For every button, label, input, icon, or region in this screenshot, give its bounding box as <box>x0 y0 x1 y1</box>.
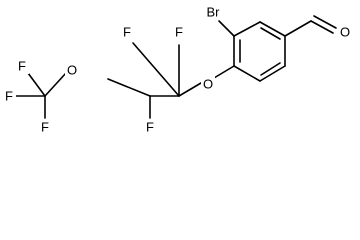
atom-f-cf2-left: F <box>120 24 134 40</box>
atom-f-cf2-left-label: F <box>123 25 131 40</box>
atom-o-ether-label: O <box>203 77 213 92</box>
atom-o-cf3-label: O <box>67 63 77 78</box>
bond-chf-o <box>107 78 151 97</box>
bond-ring-c6-c1 <box>233 21 261 37</box>
bond-o-cf2 <box>178 82 202 97</box>
atom-f-chf: F <box>143 119 157 135</box>
atom-o-cf3: O <box>65 62 79 78</box>
atom-f-cf3-top-label: F <box>18 59 26 74</box>
bond-cho-o-2 <box>313 15 337 29</box>
bond-cho-o-1 <box>310 20 334 34</box>
atom-f-cf3-top: F <box>15 58 29 74</box>
bond-cf3-f-top <box>27 72 46 97</box>
atom-f-cf2-right: F <box>172 24 186 40</box>
atom-f-cf2-right-label: F <box>175 25 183 40</box>
bond-ring-double-inner-2 <box>260 62 281 76</box>
bond-ring-c3-c4 <box>259 65 286 82</box>
atom-f-chf-label: F <box>146 120 154 135</box>
bond-c2-cho <box>284 20 312 37</box>
atom-f-cf3-left: F <box>2 88 16 104</box>
bond-ring-c4-c5 <box>233 65 261 82</box>
bond-ring-double-inner-1 <box>260 27 281 40</box>
bond-o-cf3 <box>44 72 67 97</box>
bond-c5-o <box>213 65 235 79</box>
atom-br: Br <box>200 4 226 20</box>
atom-o-aldehyde-label: O <box>340 25 350 40</box>
bond-c6-br <box>218 20 235 37</box>
atom-br-label: Br <box>207 5 221 20</box>
structure-svg: Br O O O F F F <box>2 4 352 135</box>
atom-o-ether: O <box>201 76 215 92</box>
molecule-structure-diagram: Br O O O F F F <box>2 4 352 135</box>
bond-cf2-f-left <box>132 42 180 97</box>
atom-f-cf3-left-label: F <box>5 89 13 104</box>
atom-f-cf3-bottom-label: F <box>41 120 49 135</box>
bond-ring-c1-c2 <box>259 21 286 37</box>
atom-labels: Br O O O F F F <box>2 4 352 135</box>
atom-f-cf3-bottom: F <box>38 119 52 135</box>
bonds <box>15 15 337 119</box>
atom-o-aldehyde: O <box>338 24 352 40</box>
